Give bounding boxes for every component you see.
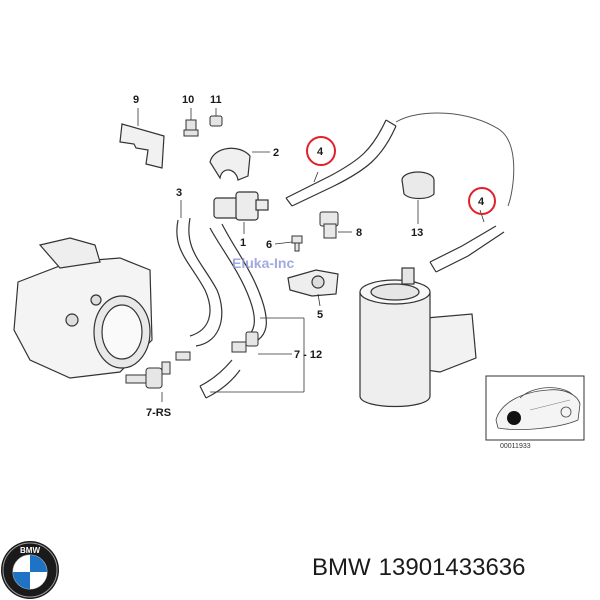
nut-11 [209,115,223,127]
hose-center [209,223,267,341]
bracket-5 [287,269,339,297]
callout-13: 13 [411,227,423,239]
callout-3: 3 [176,187,182,199]
callout-5: 5 [317,309,323,321]
callout-9: 9 [133,94,139,106]
cap-13 [401,171,435,200]
hose-lower [199,359,241,399]
hose-4-right [429,225,505,273]
watermark: Eluka-Inc [232,255,294,271]
callout-4-upper: 4 [317,146,324,158]
vent-line [395,112,515,207]
callout-8: 8 [356,227,362,239]
connector-7-12 [231,331,259,353]
inset-car: 00011933 [485,375,585,450]
callout-2: 2 [273,147,279,159]
part-caption: BMW 13901433636 [312,554,592,582]
clamp-2 [209,147,251,181]
charcoal-canister [359,267,477,408]
callout-10: 10 [182,94,194,106]
hose-4-upper [285,119,397,207]
connector-7rs [125,351,191,389]
bmw-logo: BMW [1,541,59,599]
inset-code: 00011933 [500,443,531,450]
highlight-4-right [468,187,496,215]
bracket-9 [119,123,165,169]
bolt-10 [183,119,199,137]
leader-lines [137,108,485,402]
highlight-4-upper [306,136,336,166]
callout-1: 1 [240,237,246,249]
brand-name: BMW [312,554,371,581]
callout-7-12: 7 - 12 [294,349,322,361]
hose-3 [176,217,223,347]
valve-1 [213,191,269,221]
throttle-body [13,237,153,379]
callout-11: 11 [210,94,222,106]
callout-7-rs: 7-RS [146,407,171,419]
sensor-8 [319,211,339,239]
part-number: 13901433636 [378,554,526,581]
callout-4-right: 4 [478,196,485,208]
screw-6 [291,235,303,252]
bmw-logo-letters: BMW [20,546,40,555]
callout-6: 6 [266,239,272,251]
